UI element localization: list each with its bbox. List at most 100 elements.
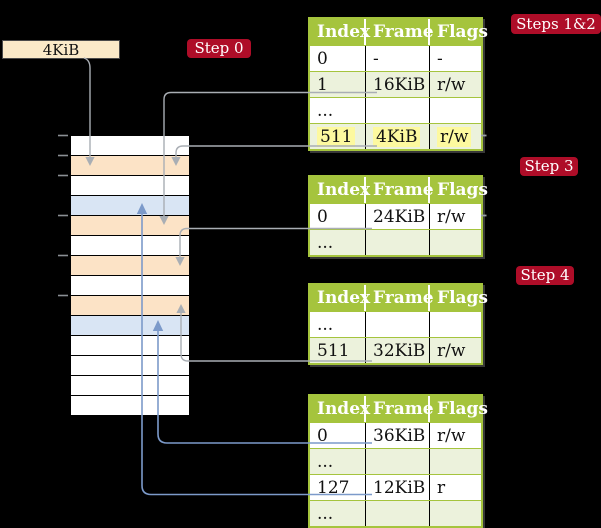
table-cell: ... bbox=[310, 230, 366, 255]
table-cell: r bbox=[430, 475, 481, 500]
table-cell: 511 bbox=[310, 124, 366, 149]
column-header: Frame bbox=[366, 285, 434, 311]
column-header: Flags bbox=[437, 180, 488, 200]
table-cell: 0 bbox=[310, 46, 366, 71]
memory-frame-blue bbox=[71, 196, 189, 216]
table-cell bbox=[366, 230, 430, 255]
table-cell: 12KiB bbox=[366, 475, 430, 500]
table-cell: 36KiB bbox=[366, 423, 430, 448]
physical-memory-stack bbox=[70, 135, 190, 416]
column-header: Flags bbox=[437, 399, 488, 419]
cell-text: - bbox=[373, 48, 379, 69]
cell-text: r/w bbox=[437, 126, 472, 147]
cell-text: 511 bbox=[317, 126, 356, 147]
cell-text: 12KiB bbox=[373, 477, 426, 498]
column-header: Index bbox=[310, 285, 370, 311]
cell-text: r/w bbox=[437, 206, 466, 227]
root-table-address-label: 4KiB bbox=[42, 40, 80, 59]
column-header: Flags bbox=[437, 288, 488, 308]
memory-frame-white bbox=[71, 356, 189, 376]
cell-text: - bbox=[437, 48, 443, 69]
cell-text: ... bbox=[317, 314, 334, 335]
table-cell: r/w bbox=[430, 72, 481, 97]
cell-text: r bbox=[437, 477, 446, 498]
table-cell: 1 bbox=[310, 72, 366, 97]
cell-text: 4KiB bbox=[373, 126, 421, 147]
memory-frame-white bbox=[71, 176, 189, 196]
table-cell bbox=[366, 501, 430, 526]
cell-text: r/w bbox=[437, 340, 466, 361]
table-row: ... bbox=[310, 311, 481, 337]
memory-frame-white bbox=[71, 136, 189, 156]
badge-step-4: Step 4 bbox=[516, 266, 574, 285]
table-cell bbox=[430, 312, 481, 337]
table-cell: 0 bbox=[310, 204, 366, 229]
table-cell bbox=[430, 501, 481, 526]
cell-text: 16KiB bbox=[373, 74, 426, 95]
table-row: ... bbox=[310, 229, 481, 255]
column-header: Flags bbox=[437, 22, 488, 42]
stack-ticks bbox=[58, 134, 68, 297]
table-cell bbox=[430, 449, 481, 474]
cell-text: 0 bbox=[317, 206, 328, 227]
memory-frame-white bbox=[71, 236, 189, 256]
table-cell bbox=[366, 312, 430, 337]
badge-steps-1-2: Steps 1&2 bbox=[511, 14, 601, 34]
table-cell bbox=[366, 449, 430, 474]
memory-frame-blue bbox=[71, 316, 189, 336]
table-row: 0-- bbox=[310, 45, 481, 71]
table-row: 127 12KiB r bbox=[310, 474, 481, 500]
table-row: 0 36KiB r/w bbox=[310, 422, 481, 448]
memory-frame-orange bbox=[71, 256, 189, 276]
table-row: ... bbox=[310, 448, 481, 474]
cell-text: 24KiB bbox=[373, 206, 426, 227]
memory-frame-white bbox=[71, 276, 189, 296]
table-row: 511 4KiB r/w bbox=[310, 123, 481, 149]
memory-frame-white bbox=[71, 396, 189, 415]
table-row: 0 24KiB r/w bbox=[310, 203, 481, 229]
column-header: Index bbox=[310, 396, 370, 422]
table-row: ... bbox=[310, 500, 481, 526]
column-header: Frame bbox=[366, 177, 434, 203]
cell-text: r/w bbox=[437, 425, 466, 446]
table-cell: 4KiB bbox=[366, 124, 430, 149]
memory-frame-orange bbox=[71, 156, 189, 176]
memory-frame-white bbox=[71, 336, 189, 356]
column-header: Frame bbox=[366, 396, 434, 422]
column-header: Frame bbox=[366, 19, 434, 45]
table-cell: - bbox=[366, 46, 430, 71]
cell-text: ... bbox=[317, 503, 334, 524]
badge-step-3: Step 3 bbox=[520, 157, 578, 176]
cell-text: 32KiB bbox=[373, 340, 426, 361]
table-cell: - bbox=[430, 46, 481, 71]
cell-text: 511 bbox=[317, 340, 350, 361]
cell-text: 36KiB bbox=[373, 425, 426, 446]
table-cell: ... bbox=[310, 449, 366, 474]
column-header: Index bbox=[310, 177, 370, 203]
table-row: ... bbox=[310, 97, 481, 123]
cell-text: 1 bbox=[317, 74, 328, 95]
table-cell: r/w bbox=[430, 423, 481, 448]
table-cell bbox=[430, 98, 481, 123]
table-cell: 32KiB bbox=[366, 338, 430, 363]
cell-text: ... bbox=[317, 100, 334, 121]
table-cell: r/w bbox=[430, 338, 481, 363]
table-cell: r/w bbox=[430, 204, 481, 229]
table-cell: 127 bbox=[310, 475, 366, 500]
cell-text: ... bbox=[317, 451, 334, 472]
memory-frame-orange bbox=[71, 216, 189, 236]
table-cell: ... bbox=[310, 98, 366, 123]
table-cell: ... bbox=[310, 312, 366, 337]
cell-text: 0 bbox=[317, 425, 328, 446]
column-header: Index bbox=[310, 19, 370, 45]
table-cell bbox=[366, 98, 430, 123]
cell-text: ... bbox=[317, 232, 334, 253]
